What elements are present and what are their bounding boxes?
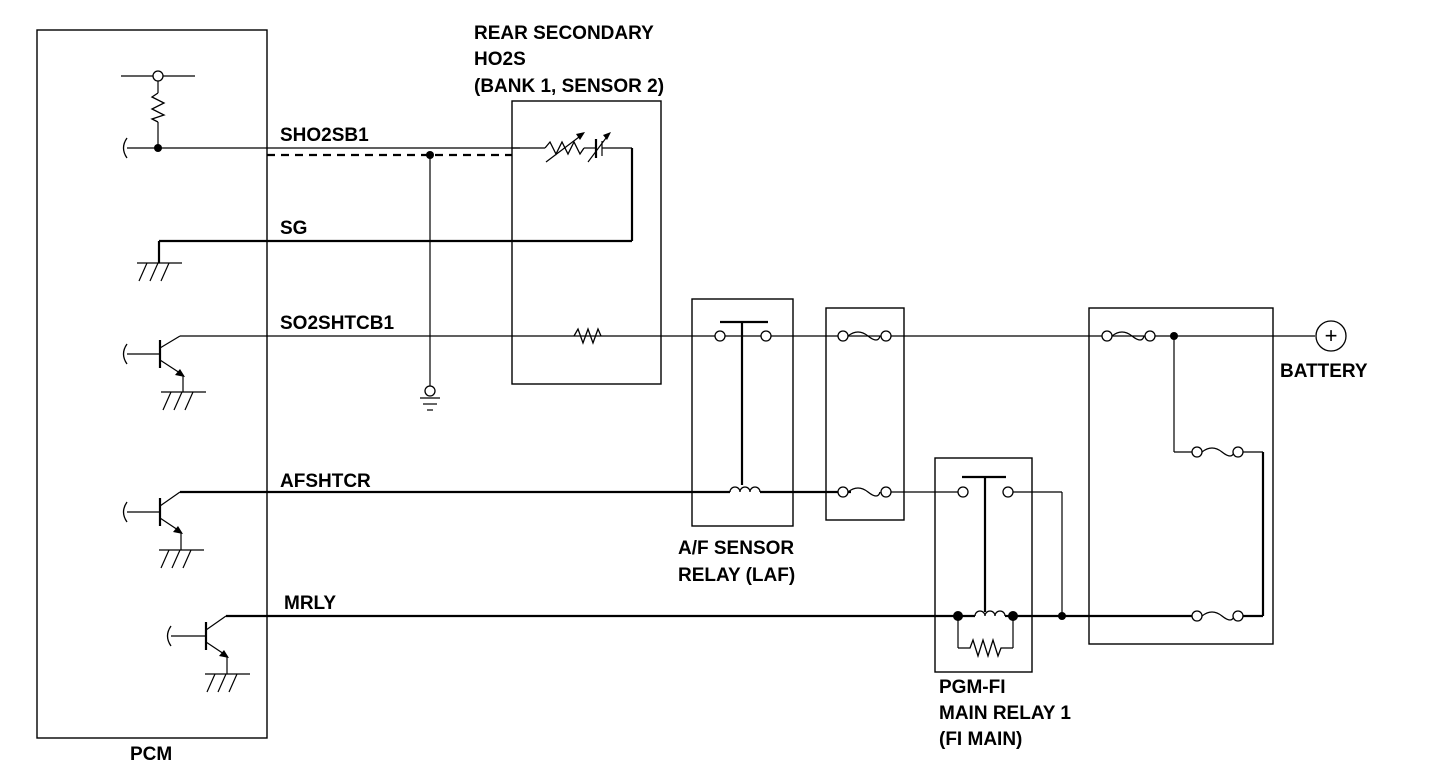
ho2s-title-line-1: REAR SECONDARY	[474, 23, 654, 44]
ho2s-title-line-2: HO2S	[474, 49, 526, 70]
fuse-box-1	[825, 307, 905, 521]
fi-main-relay-box	[934, 457, 1033, 673]
wire-label-so2shtcb1: SO2SHTCB1	[280, 313, 394, 334]
battery-terminal: +	[1315, 320, 1347, 352]
wire-sho2sb1	[267, 147, 520, 411]
wire-label-sho2sb1: SHO2SB1	[280, 125, 369, 146]
battery-plus-icon: +	[1325, 323, 1338, 348]
pcm-label: PCM	[130, 744, 172, 765]
ho2s-title-line-3: (BANK 1, SENSOR 2)	[474, 76, 664, 97]
battery-label: BATTERY	[1280, 361, 1368, 382]
laf-title-line-2: RELAY (LAF)	[678, 565, 795, 586]
ho2s-box	[511, 100, 662, 385]
pcm-sho2sb1-input	[121, 70, 267, 159]
fuse-box-2-internals	[1101, 330, 1265, 622]
fuse-box-2	[1088, 307, 1274, 645]
pcm-transistor-so2shtcb1	[122, 335, 267, 411]
wire-label-mrly: MRLY	[284, 593, 336, 614]
pcm-transistor-mrly	[166, 614, 267, 693]
laf-relay-internals	[714, 320, 851, 494]
laf-title-line-1: A/F SENSOR	[678, 538, 794, 559]
pcm-sg-ground	[137, 239, 267, 282]
fimain-title-line-2: MAIN RELAY 1	[939, 703, 1071, 724]
fimain-title-line-3: (FI MAIN)	[939, 729, 1022, 750]
wire-label-sg: SG	[280, 218, 307, 239]
pcm-box	[36, 29, 268, 739]
fimain-title-line-1: PGM-FI	[939, 677, 1006, 698]
wire-label-afshtcr: AFSHTCR	[280, 471, 371, 492]
pcm-transistor-afshtcr	[122, 490, 267, 569]
fuse-box-1-internals	[837, 330, 960, 498]
ho2s-internals	[512, 132, 634, 345]
laf-relay-box	[691, 298, 794, 527]
fi-main-relay-internals	[953, 475, 1198, 659]
